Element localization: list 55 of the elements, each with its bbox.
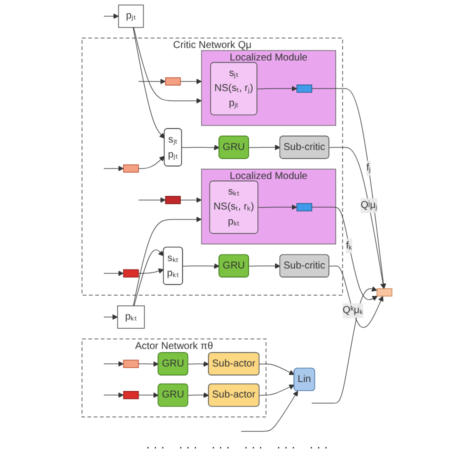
arrow (133, 216, 202, 306)
node-box (165, 77, 181, 86)
arrow (182, 263, 220, 269)
arrow (138, 268, 164, 274)
ellipsis-label: · · · (178, 440, 198, 454)
arrow (132, 27, 165, 139)
arrow (104, 270, 124, 276)
arrow (104, 392, 124, 398)
arrow (256, 86, 298, 92)
arrow (188, 392, 209, 398)
arrow (188, 361, 209, 367)
arrow (180, 78, 202, 84)
edge-label: fⱼ (366, 162, 372, 174)
arrow (104, 166, 124, 172)
arrow (240, 390, 298, 432)
arrow (180, 197, 202, 203)
arrow (248, 263, 280, 269)
arrow (182, 144, 220, 150)
arrow (259, 364, 294, 375)
arrow (328, 146, 386, 289)
arrow (104, 314, 118, 320)
ellipsis-label: · · · (146, 440, 165, 454)
arrow (258, 204, 298, 210)
node-box (296, 84, 312, 93)
node-box (376, 288, 392, 296)
arrow (104, 13, 119, 19)
node-box (165, 196, 181, 204)
arrow (138, 78, 166, 84)
arrow (133, 27, 202, 104)
edge-label: Qᵏμₖ (342, 305, 364, 316)
node-box (123, 391, 139, 400)
node-box: pⱼₜ (118, 4, 144, 28)
arrow (248, 144, 280, 150)
arrow (138, 361, 159, 367)
ellipsis-label: · · · (276, 440, 296, 454)
arrow (134, 249, 164, 306)
arrow (328, 266, 384, 328)
node-box (123, 360, 139, 368)
ellipsis-label: · · · (244, 440, 263, 454)
edge-label: fₖ (346, 240, 352, 251)
arrow (138, 156, 165, 169)
arrow (259, 384, 294, 396)
ellipsis-label: · · · (309, 440, 328, 454)
node-box (123, 164, 139, 173)
edge-label: Qʲμⱼ (360, 200, 378, 211)
arrow (138, 392, 159, 398)
ellipsis-label: · · · (211, 440, 230, 454)
node-box: pₖₜ (117, 306, 145, 329)
arrow (312, 88, 386, 289)
arrow (104, 361, 124, 367)
arrow (138, 197, 166, 203)
node-box (296, 203, 312, 212)
node-box (123, 269, 139, 278)
arrow (312, 286, 378, 404)
arrow (312, 206, 378, 301)
